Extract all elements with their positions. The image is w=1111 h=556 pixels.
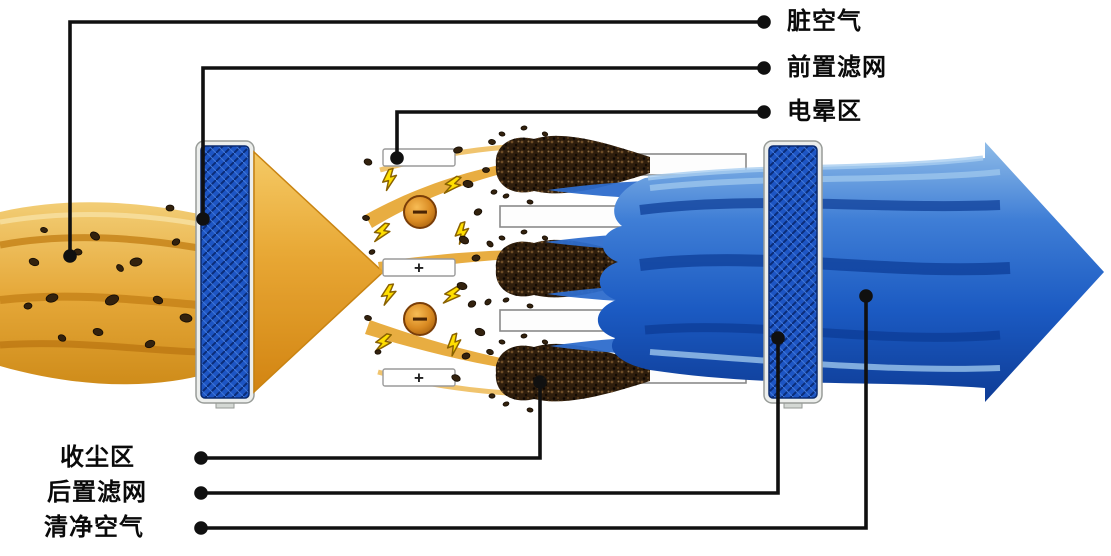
label-pre-filter: 前置滤网 [787, 54, 887, 81]
callout-corona-zone-line [390, 105, 771, 165]
label-dust-collection: 收尘区 [60, 444, 135, 471]
callout-clean-air-line [194, 289, 873, 535]
ionizer-wire-bottom [403, 302, 437, 336]
pre-filter-panel [195, 140, 255, 409]
dust-piles [495, 135, 650, 402]
dirty-air-flow [0, 202, 200, 385]
post-filter-panel [763, 140, 823, 409]
label-dirty-air: 脏空气 [787, 8, 862, 35]
callout-post-filter-line [194, 331, 785, 500]
dust-particles-inlet [23, 204, 193, 349]
callout-dust-collection-line [194, 375, 547, 465]
clean-air-flow [545, 142, 1104, 402]
dust-particles-corona [362, 125, 549, 413]
label-corona-zone: 电晕区 [787, 98, 862, 125]
positive-symbol: + [414, 259, 424, 278]
negative-symbol: − [412, 197, 428, 228]
callout-dirty-air-line [63, 15, 771, 263]
negative-symbol: − [412, 304, 428, 335]
positive-symbol: + [414, 369, 424, 388]
corona-electrode-middle [382, 258, 456, 277]
ionizer-wire-top [403, 195, 437, 229]
label-clean-air: 清净空气 [44, 514, 144, 541]
label-post-filter: 后置滤网 [47, 479, 147, 506]
callout-pre-filter-line [196, 61, 771, 226]
